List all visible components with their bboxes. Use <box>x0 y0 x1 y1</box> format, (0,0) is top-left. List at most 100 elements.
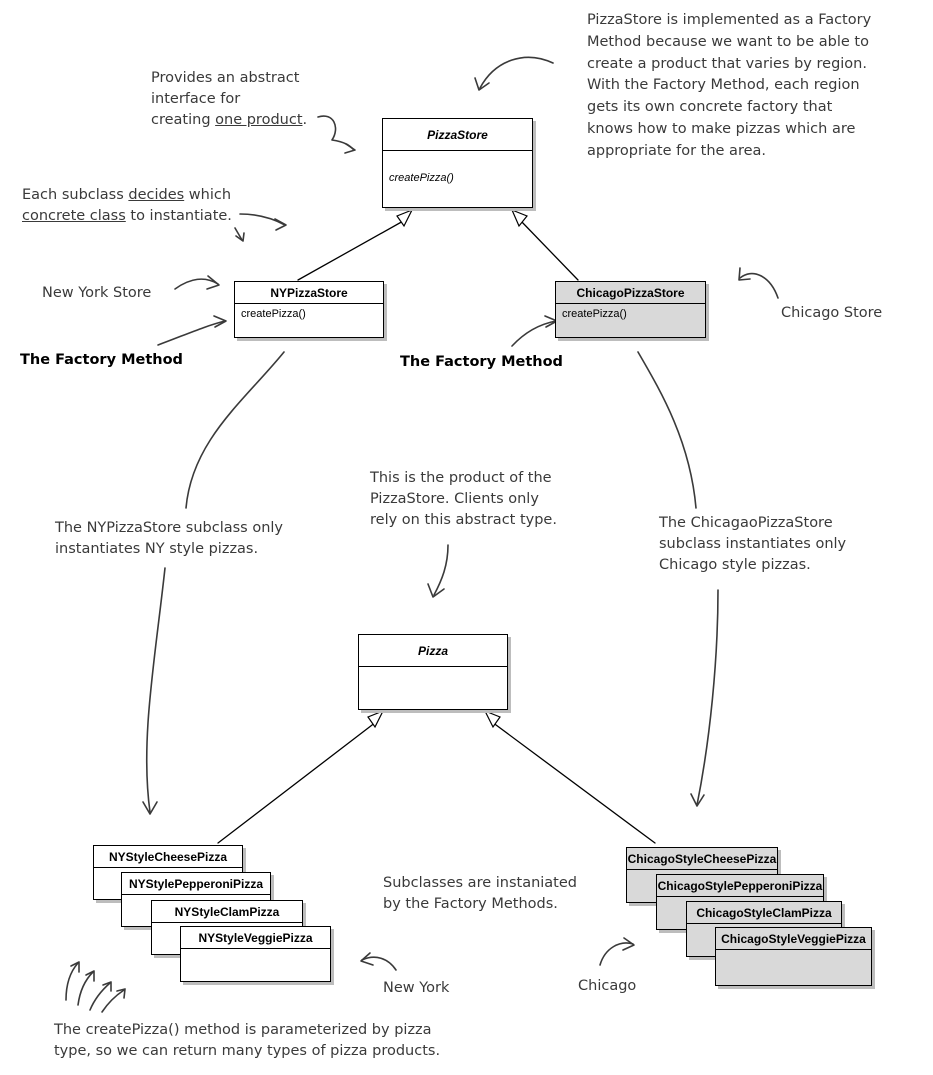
class-method: createPizza() <box>389 172 454 184</box>
arrow-parameterized-3 <box>89 982 111 1011</box>
arrow-new-york-store-head <box>206 275 220 290</box>
arrow-parameterized-4 <box>101 989 125 1013</box>
note-line: Method because we want to be able to <box>587 33 869 50</box>
arrow-subclass-decides-down-head <box>235 232 245 242</box>
note-factory-method-left: The Factory Method <box>20 352 183 368</box>
class-pizza: Pizza <box>358 634 508 710</box>
arrow-ny-subclass-down <box>145 567 166 813</box>
note-subclass-decides: Each subclass decides which concrete cla… <box>22 185 232 227</box>
note-line: interface for <box>151 91 241 108</box>
arrow-product-head <box>427 583 445 598</box>
note-chicago-store: Chicago Store <box>781 305 883 321</box>
inherit-arrowhead-ny-store <box>396 208 414 228</box>
arrow-ny-subclass-down-head <box>142 801 158 815</box>
inherit-line-ny-store <box>297 219 406 281</box>
inherit-arrowhead-ny-pizzas <box>367 709 385 729</box>
note-line: This is the product of the <box>370 470 552 486</box>
inherit-line-ny-pizzas <box>217 721 377 844</box>
class-chicago-veggie-pizza: ChicagoStyleVeggiePizza <box>715 927 872 986</box>
note-new-york: New York <box>383 980 450 996</box>
note-fragment: creating <box>151 112 216 129</box>
arrow-new-york <box>361 956 397 971</box>
note-line: type, so we can return many types of piz… <box>54 1043 441 1060</box>
class-name: ChicagoStyleClamPizza <box>687 902 841 924</box>
note-chicago: Chicago <box>578 978 637 994</box>
note-line: Subclasses are instaniated <box>383 875 577 891</box>
arrow-subclass-decides <box>239 213 286 226</box>
arrow-factory-method-left-head <box>213 315 227 328</box>
note-new-york-store: New York Store <box>42 285 152 301</box>
arrow-subclass-decides-down <box>234 227 243 241</box>
note-parameterized: The createPizza() method is parameterize… <box>54 1020 440 1062</box>
note-fragment: which <box>184 187 232 203</box>
note-line: Provides an abstract <box>151 70 300 86</box>
note-ny-subclass: The NYPizzaStore subclass only instantia… <box>55 518 283 560</box>
arrow-factory-method-left <box>157 320 226 346</box>
arrow-chicago <box>599 942 634 966</box>
note-line: Each subclass decides which <box>22 185 232 206</box>
class-pizza-store: PizzaStore createPizza() <box>382 118 533 208</box>
note-line: The createPizza() method is parameterize… <box>54 1022 432 1038</box>
arrow-parameterized-4-head <box>116 988 126 999</box>
note-line: create a product that varies by region. <box>587 55 867 72</box>
note-factory-method-right: The Factory Method <box>400 354 563 370</box>
note-product: This is the product of the PizzaStore. C… <box>370 468 557 531</box>
class-name: NYPizzaStore <box>235 282 383 304</box>
arrow-parameterized-2 <box>77 971 94 1006</box>
arrow-subclass-decides-head <box>274 218 287 231</box>
note-line: subclass instantiates only <box>659 536 847 553</box>
class-name: ChicagoStyleVeggiePizza <box>716 928 871 950</box>
arrow-ny-subclass-up <box>185 351 285 509</box>
note-line: instantiates NY style pizzas. <box>55 541 259 558</box>
note-line: The NYPizzaStore subclass only <box>55 520 283 536</box>
class-name: Pizza <box>359 635 507 667</box>
note-line: knows how to make pizzas which are <box>587 120 856 137</box>
arrow-chicago-subclass-down-head <box>690 793 705 807</box>
class-ny-veggie-pizza: NYStyleVeggiePizza <box>180 926 331 982</box>
inherit-line-chicago-store <box>519 219 579 281</box>
class-name: NYStyleCheesePizza <box>94 846 242 868</box>
class-name: PizzaStore <box>383 119 532 151</box>
note-line: Chicago style pizzas. <box>659 557 811 574</box>
class-name: NYStyleClamPizza <box>152 901 302 923</box>
note-line: With the Factory Method, each region <box>587 77 860 94</box>
arrow-factory-method-right <box>511 320 557 347</box>
class-name: ChicagoStylePepperoniPizza <box>657 875 823 897</box>
arrow-parameterized-3-head <box>102 981 112 992</box>
note-chicago-subclass: The ChicagaoPizzaStore subclass instanti… <box>659 513 846 576</box>
class-name: NYStylePepperoniPizza <box>122 873 270 895</box>
inherit-arrowhead-chicago-pizzas <box>483 709 501 729</box>
note-line: gets its own concrete factory that <box>587 99 833 115</box>
note-emphasis: decides <box>128 187 185 203</box>
arrow-product <box>433 544 449 596</box>
inherit-line-chicago-pizzas <box>491 721 656 844</box>
arrow-factory-reason <box>479 56 554 89</box>
note-line: by the Factory Methods. <box>383 896 558 913</box>
note-line: PizzaStore. Clients only <box>370 491 539 508</box>
note-abstract-interface: Provides an abstract interface for creat… <box>151 68 307 131</box>
note-factory-method-reason: PizzaStore is implemented as a Factory M… <box>587 10 871 162</box>
note-emphasis: one product <box>215 112 303 129</box>
arrow-factory-reason-head <box>474 77 490 91</box>
note-line: concrete class to instantiate. <box>22 206 232 227</box>
arrow-parameterized-1-head <box>70 961 80 973</box>
note-line: The ChicagaoPizzaStore <box>659 515 833 531</box>
note-line: rely on this abstract type. <box>370 512 557 529</box>
note-fragment: Each subclass <box>22 187 129 203</box>
note-line: creating one product. <box>151 110 307 131</box>
class-name: ChicagoPizzaStore <box>556 282 705 304</box>
class-name: ChicagoStyleCheesePizza <box>627 848 777 870</box>
note-line: PizzaStore is implemented as a Factory <box>587 12 872 28</box>
arrow-parameterized-2-head <box>85 970 95 982</box>
arrow-chicago-store <box>739 272 779 299</box>
arrow-new-york-head <box>360 952 374 966</box>
note-emphasis: concrete class <box>22 208 126 225</box>
class-name: NYStyleVeggiePizza <box>181 927 330 949</box>
note-subclasses-instantiated: Subclasses are instaniated by the Factor… <box>383 873 577 915</box>
note-fragment: to instantiate. <box>125 208 232 225</box>
class-ny-pizza-store: NYPizzaStore createPizza() <box>234 281 384 338</box>
arrow-parameterized-1 <box>65 962 79 1001</box>
note-line: appropriate for the area. <box>587 142 766 159</box>
